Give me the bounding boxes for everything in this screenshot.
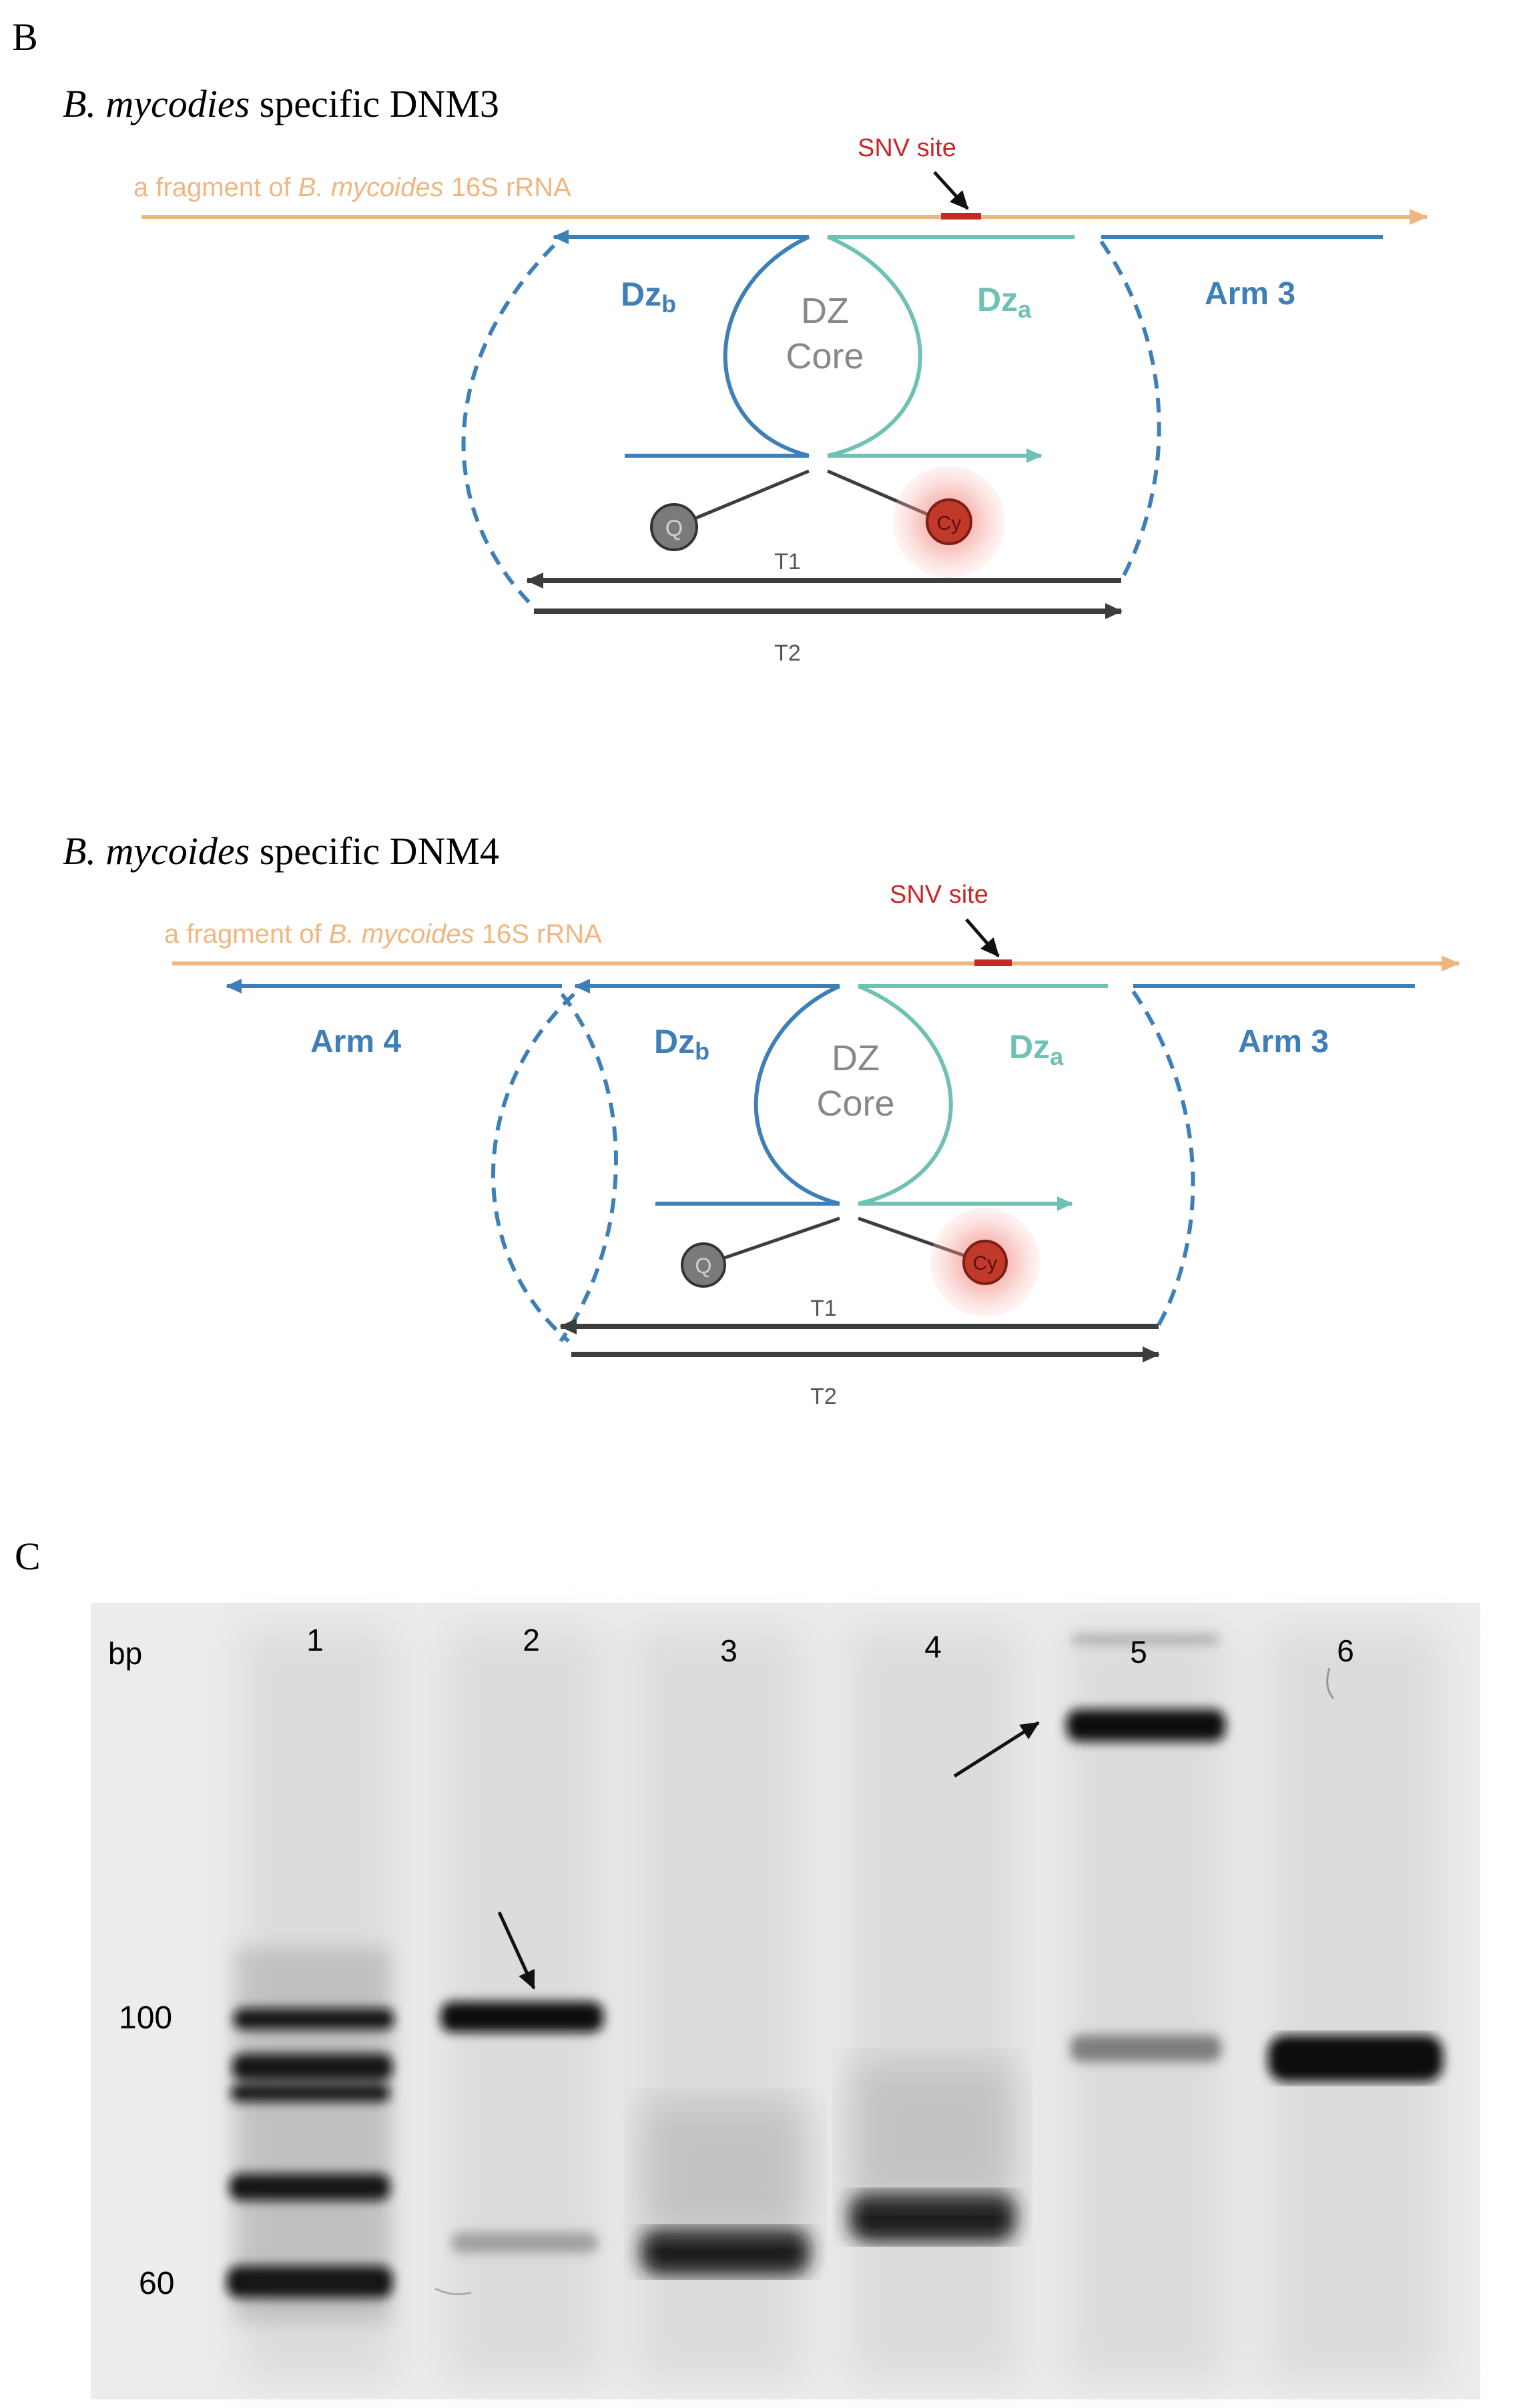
lane-label-6: 6 <box>1337 1633 1354 1668</box>
dnm4-q-linker <box>703 1216 840 1267</box>
dnm3-title: B. mycodies specific DNM3 <box>63 82 499 125</box>
lane-label-5: 5 <box>1130 1635 1147 1669</box>
gel-artifact <box>1326 1667 1335 1699</box>
lane-label-4: 4 <box>924 1629 942 1664</box>
lane-3-bands <box>641 2229 810 2275</box>
dnm4-right-linker <box>1131 990 1195 1326</box>
dnm3-fluor <box>926 498 972 545</box>
dnm3-snv-pointer <box>933 171 969 210</box>
dnm3-q-linker <box>673 469 810 529</box>
dnm4-t1-label: T1 <box>810 1296 837 1321</box>
dnm3-dzb-label: Dzb <box>621 276 676 318</box>
lane-4-smear <box>849 2062 1016 2202</box>
dnm3-dza-label: Dza <box>977 281 1032 323</box>
panel-b-label: B <box>12 15 38 59</box>
gel-artifact <box>434 2287 472 2295</box>
band <box>849 2192 1016 2242</box>
panel-c-label: C <box>15 1535 41 1578</box>
dnm3-title-species: B. mycodies <box>63 82 250 125</box>
lane-6-bands <box>1268 2035 1443 2082</box>
dnm4-t2-label: T2 <box>810 1384 837 1409</box>
lane-2-bands <box>440 2002 603 2253</box>
dnm4-snv-label: SNV site <box>890 881 988 909</box>
lane-label-3: 3 <box>720 1633 737 1668</box>
dnm4-quencher-label: Q <box>695 1254 712 1278</box>
dnm4-arm4-label: Arm 4 <box>310 1024 401 1060</box>
dnm4-core-line1: DZ <box>832 1038 880 1078</box>
band <box>641 2229 810 2275</box>
dnm4-left-linker-b <box>559 993 618 1342</box>
band <box>1072 1635 1219 1644</box>
dnm3-snv-label: SNV site <box>858 134 956 162</box>
dnm4-dza-loop <box>857 984 953 1206</box>
dnm4-dza-label: Dza <box>1009 1028 1064 1070</box>
lane-5-arrow <box>953 1721 1040 1778</box>
dnm4-title-rest: specific DNM4 <box>250 829 499 873</box>
dnm4-dzb-label: Dzb <box>654 1023 709 1065</box>
marker-label-100: 100 <box>119 2000 172 2036</box>
dnm4-core-line2: Core <box>816 1084 894 1124</box>
dnm4-arm3-label: Arm 3 <box>1238 1024 1329 1060</box>
dnm4-fluor <box>962 1240 1008 1285</box>
dnm3-t1-label: T1 <box>774 549 801 574</box>
dnm3-title-rest: specific DNM3 <box>250 82 499 125</box>
dnm3-core-line2: Core <box>786 336 864 376</box>
dnm3-left-linker <box>461 244 556 609</box>
dnm4-dzb-loop <box>753 984 841 1206</box>
dnm3-core-line1: DZ <box>801 291 849 331</box>
dnm4-diagram: B. mycoides specific DNM4 a fragment of … <box>63 829 1460 1409</box>
gel-unit-label: bp <box>108 1636 142 1671</box>
dnm4-rrna-label: a fragment of B. mycoides 16S rRNA <box>164 919 602 949</box>
dnm3-quencher-label: Q <box>665 516 683 541</box>
dnm3-diagram: B. mycodies specific DNM3 a fragment of … <box>63 82 1428 666</box>
dnm3-right-linker <box>1099 240 1161 582</box>
band <box>1268 2035 1443 2082</box>
dnm4-title-species: B. mycoides <box>63 829 250 873</box>
dnm3-fluor-label: Cy <box>937 512 962 534</box>
gel-image: bp 1 2 3 4 5 6 100 60 <box>91 1603 1480 2399</box>
dnm4-title: B. mycoides specific DNM4 <box>63 829 499 873</box>
marker-label-60: 60 <box>139 2266 174 2301</box>
lane-5-bands <box>1067 1635 1225 2062</box>
band <box>440 2002 603 2032</box>
lane-3-smear <box>641 2102 810 2235</box>
dnm3-t2-label: T2 <box>774 641 801 666</box>
band <box>1071 2035 1221 2062</box>
lane-1-smear <box>234 1948 391 2322</box>
band <box>451 2233 598 2253</box>
lane-2-arrow <box>497 1911 536 1990</box>
lane-label-2: 2 <box>523 1623 540 1657</box>
band <box>1067 1709 1225 1741</box>
dnm4-snv-pointer <box>965 918 1000 957</box>
dnm4-fluor-label: Cy <box>973 1252 998 1274</box>
dnm3-rrna-label: a fragment of B. mycoides 16S rRNA <box>133 173 571 202</box>
lane-label-1: 1 <box>306 1623 324 1657</box>
dnm3-dzb-loop <box>723 235 810 458</box>
dnm3-dza-loop <box>826 235 922 458</box>
dnm3-arm3-label: Arm 3 <box>1205 276 1295 312</box>
dnm3-quencher <box>650 503 698 551</box>
lane-4-bands <box>849 2192 1016 2242</box>
dnm4-quencher <box>681 1242 726 1288</box>
dnm4-left-linker-a <box>491 992 576 1343</box>
